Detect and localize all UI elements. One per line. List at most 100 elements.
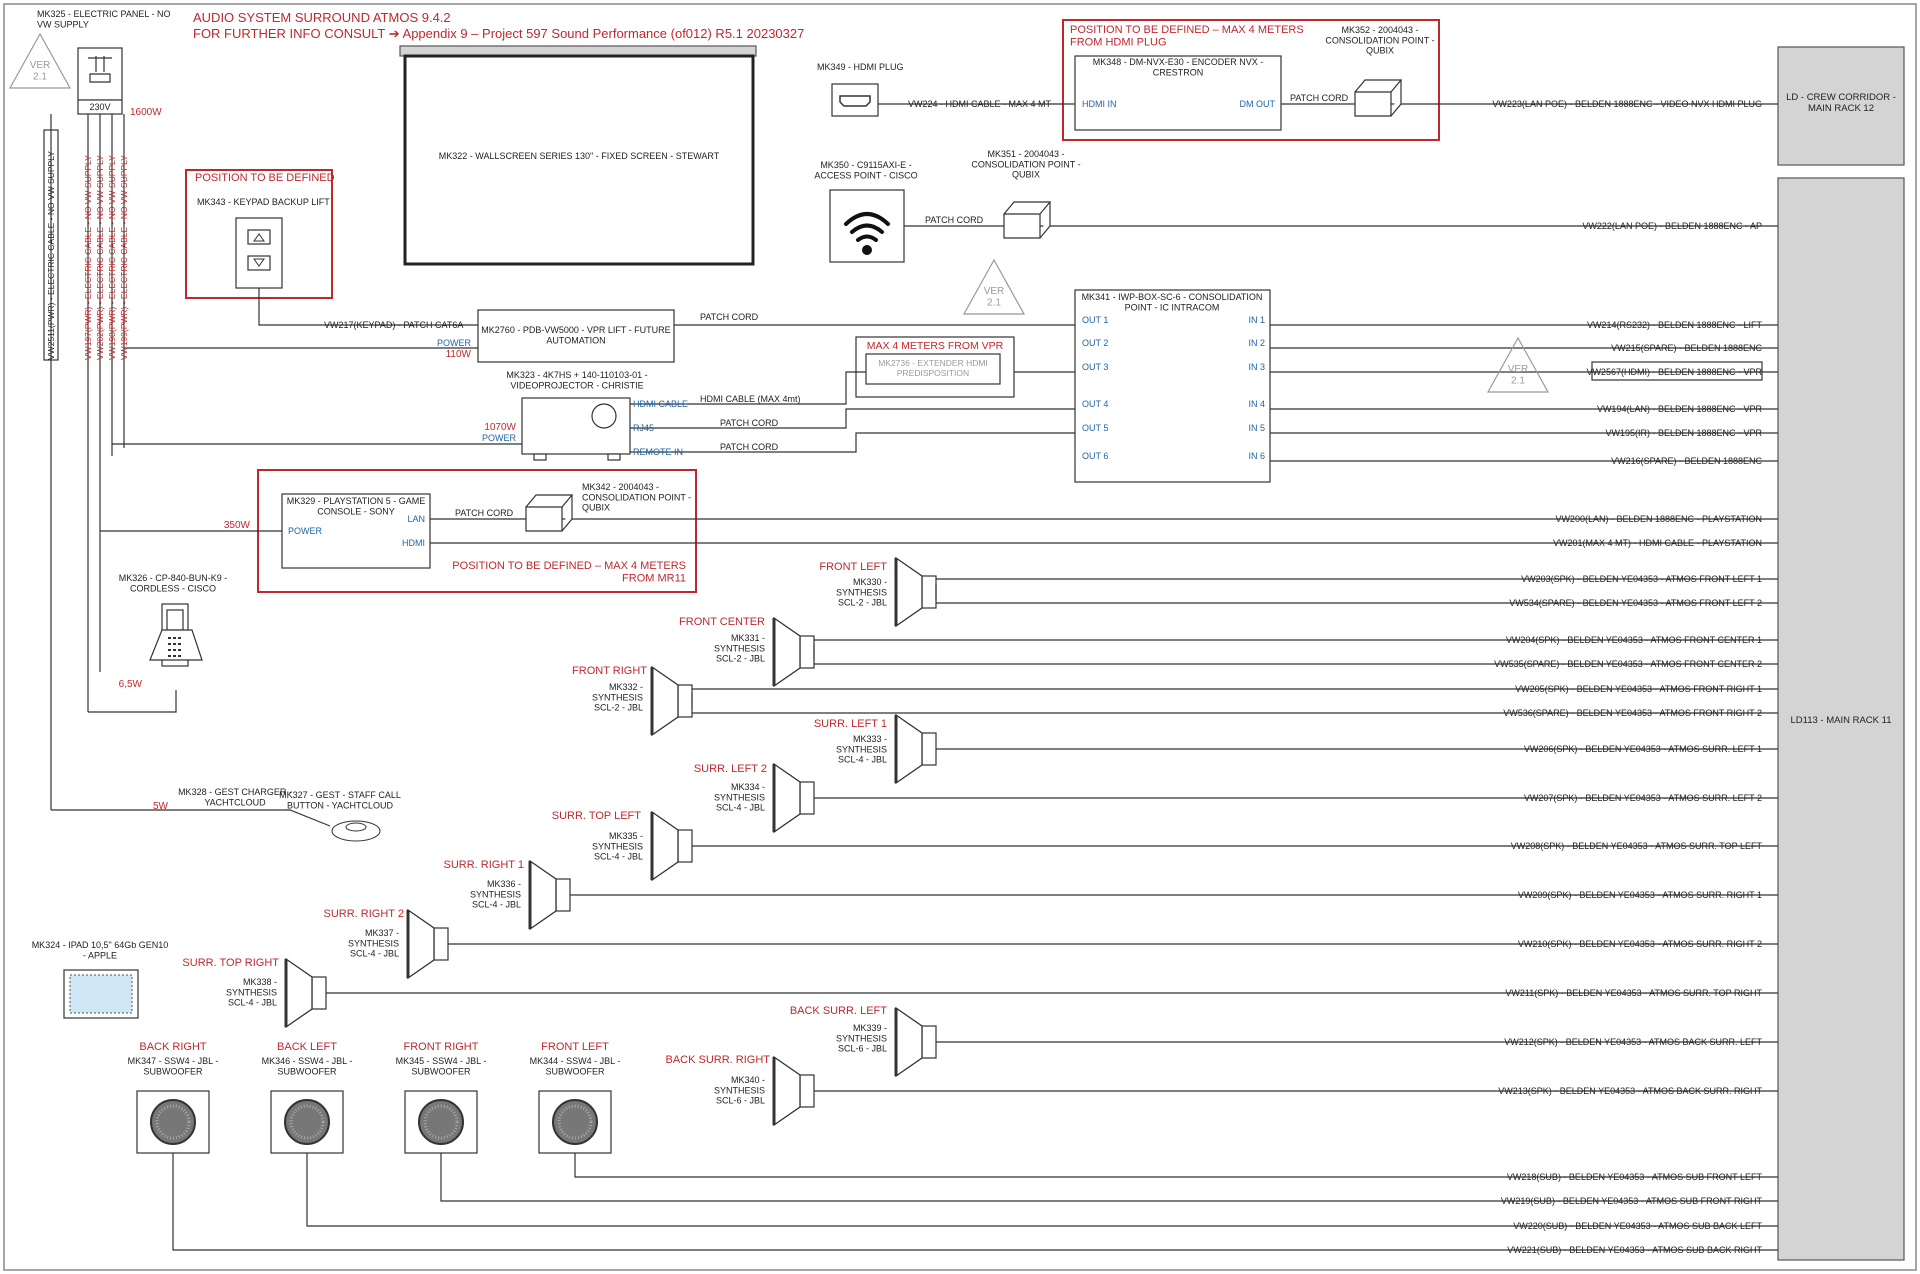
ps-port-hdmi: HDMI: [402, 538, 425, 548]
hdmi-plug-label: MK349 - HDMI PLUG: [817, 62, 904, 72]
speaker-cable-label: VW208(SPK) - BELDEN YE04353 - ATMOS SURR…: [1511, 841, 1763, 851]
projector-port: RJ45: [633, 423, 654, 433]
speaker-cable-label: VW209(SPK) - BELDEN YE04353 - ATMOS SURR…: [1518, 890, 1762, 900]
speaker-horn-icon: [285, 957, 313, 1029]
consol-out-4: OUT 4: [1082, 399, 1108, 409]
consol-out-2: OUT 2: [1082, 338, 1108, 348]
playstation: [281, 493, 431, 569]
shapes-layer: [43, 19, 1905, 1261]
consol-in-6: IN 6: [1248, 451, 1265, 461]
encoder-consol-label: MK352 - 2004043 -CONSOLIDATION POINT -QU…: [1325, 25, 1434, 56]
projector-link: [630, 408, 1075, 429]
speaker-name: BACK SURR. LEFT: [790, 1005, 887, 1017]
hdmi-plug-cable-label: VW224 - HDMI CABLE - MAX 4 MT: [908, 99, 1052, 109]
extender-note: MAX 4 METERS FROM VPR: [867, 340, 1004, 352]
extender: [865, 353, 1001, 385]
speaker-driver: [799, 635, 815, 669]
electric-cable-label: VW202(PWR) - ELECTRIC CABLE - NO VW SUPP…: [95, 155, 105, 360]
subwoofer-cable: [574, 1153, 1778, 1178]
speaker-cable-label: VW203(SPK) - BELDEN YE04353 - ATMOS FRON…: [1521, 574, 1762, 584]
consol-in-1: IN 1: [1248, 315, 1265, 325]
consol-cable-label: VW215(SPARE) - BELDEN 1888ENC: [1611, 343, 1762, 353]
consol-cable-label: VW216(SPARE) - BELDEN 1888ENC: [1611, 456, 1762, 466]
consol-in-3: IN 3: [1248, 362, 1265, 372]
speaker-driver: [799, 1074, 815, 1108]
projector-port: HDMI CABLE: [633, 399, 688, 409]
charger-power-line: [51, 809, 331, 827]
lift-patch-label: PATCH CORD: [700, 312, 759, 322]
charger-label: MK328 - GEST CHARGER -YACHTCLOUD: [178, 787, 292, 807]
cordless-label: MK326 - CP-840-BUN-K9 -CORDLESS - CISCO: [119, 573, 228, 593]
ap-cable-label: VW222(LAN POE) - BELDEN 1888ENC - AP: [1582, 221, 1762, 231]
consol-out-5: OUT 5: [1082, 423, 1108, 433]
labels-layer: LD - CREW CORRIDOR -MAIN RACK 12 LD113 - …: [30, 9, 1896, 1255]
rack-crew-label: LD - CREW CORRIDOR -MAIN RACK 12: [1786, 92, 1896, 114]
keypad-label: MK343 - KEYPAD BACKUP LIFT: [197, 197, 330, 207]
speaker-cable-label: VW206(SPK) - BELDEN YE04353 - ATMOS SURR…: [1524, 744, 1762, 754]
speaker-cable-label: VW204(SPK) - BELDEN YE04353 - ATMOS FRON…: [1506, 635, 1762, 645]
speaker-driver: [921, 732, 937, 766]
projector-lens-icon: [591, 403, 617, 429]
electric-cable-label: VW198(PWR) - ELECTRIC CABLE - NO VW SUPP…: [107, 155, 117, 360]
screen: [404, 55, 754, 265]
speaker-horn-icon: [895, 1006, 923, 1078]
wifi-icon: [844, 212, 890, 242]
call-button-top-icon: [345, 822, 367, 832]
keypad-up: [247, 229, 271, 245]
screen-label: MK322 - WALLSCREEN SERIES 130" - FIXED S…: [439, 151, 720, 161]
speaker-cable-label: VW211(SPK) - BELDEN YE04353 - ATMOS SURR…: [1505, 988, 1762, 998]
speaker-driver: [677, 829, 693, 863]
speaker-driver: [677, 684, 693, 718]
rack-main-label: LD113 - MAIN RACK 11: [1790, 715, 1891, 726]
consol-cable-label: VW2567(HDMI) - BELDEN 1888ENC - VPR: [1586, 367, 1762, 377]
ipad-label: MK324 - IPAD 10,5" 64Gb GEN10- APPLE: [32, 940, 169, 960]
panel-power: 1600W: [130, 107, 162, 118]
projector-link: [630, 432, 1075, 453]
subwoofer-model: MK345 - SSW4 - JBL -SUBWOOFER: [396, 1056, 487, 1076]
ap-consol-label: MK351 - 2004043 -CONSOLIDATION POINT -QU…: [971, 149, 1080, 180]
lift-power-label: POWER: [437, 338, 472, 348]
wifi-dot-icon: [862, 245, 872, 255]
vpr-hdmi-tag: [1591, 361, 1763, 381]
speaker-driver: [433, 927, 449, 961]
subwoofer-name: BACK LEFT: [277, 1041, 337, 1053]
version-tag-3: [1486, 336, 1550, 393]
speaker-horn-icon: [773, 616, 801, 688]
cordless-screen: [166, 609, 184, 631]
vpr-lift: [477, 309, 675, 363]
speaker-name: BACK SURR. RIGHT: [665, 1054, 770, 1066]
wires-layer: [50, 103, 1778, 1251]
consol-cable-label: VW195(IR) - BELDEN 1888ENC - VPR: [1605, 428, 1762, 438]
speaker-cable-label: VW213(SPK) - BELDEN YE04353 - ATMOS BACK…: [1498, 1086, 1762, 1096]
subwoofer-model: MK344 - SSW4 - JBL -SUBWOOFER: [530, 1056, 621, 1076]
consolidation-box: [1074, 289, 1271, 483]
icons-layer: [8, 32, 1550, 1145]
consol-cable-label: VW214(RS232) - BELDEN 1888ENC - LIFT: [1587, 320, 1763, 330]
consolidation-point-icon: [525, 494, 574, 532]
keypad-cable-label: VW217(KEYPAD) - PATCH CAT6A: [324, 320, 463, 330]
speaker-cable-label: VW535(SPARE) - BELDEN YE04353 - ATMOS FR…: [1494, 659, 1762, 669]
speaker-name: SURR. TOP RIGHT: [182, 957, 279, 969]
ps-hdmi-cable-label: VW201(MAX 4 MT) - HDMI CABLE - PLAYSTATI…: [1553, 538, 1762, 548]
rack-crew-corridor: [1777, 46, 1905, 166]
projector-power: 1070W: [484, 422, 516, 433]
speaker-name: FRONT RIGHT: [572, 665, 647, 677]
speaker-cable-label: VW536(SPARE) - BELDEN YE04353 - ATMOS FR…: [1503, 708, 1762, 718]
keypad-note: POSITION TO BE DEFINED: [195, 172, 335, 184]
ps-power-label: POWER: [288, 526, 323, 536]
ps-port-lan: LAN: [407, 514, 425, 524]
encoder-label: MK348 - DM-NVX-E30 - ENCODER NVX -CRESTR…: [1093, 57, 1264, 77]
speaker-horn-icon: [407, 908, 435, 980]
